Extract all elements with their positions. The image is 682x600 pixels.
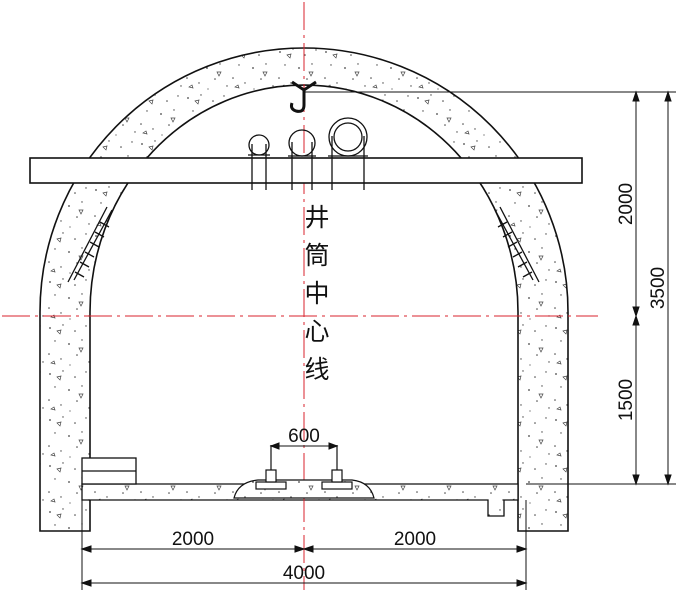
pipe-small — [248, 134, 270, 190]
center-line-char: 井 — [304, 203, 329, 232]
cable-rack-left — [67, 206, 113, 283]
pipe-medium — [288, 129, 316, 190]
dim-height-lines — [304, 90, 676, 486]
center-line-label: 井 筒 中 心 线 — [304, 203, 329, 384]
dim-total-height-label: 3500 — [648, 267, 669, 309]
dim-rail-gauge-label: 600 — [288, 426, 320, 447]
support-beam — [29, 157, 583, 184]
dim-arch-height-label: 2000 — [616, 183, 637, 225]
suspension-hook — [290, 80, 317, 113]
floor-slab — [81, 483, 519, 517]
dim-width-lines — [80, 500, 528, 590]
dim-width-total-label: 4000 — [283, 563, 325, 584]
pipe-large — [328, 117, 368, 190]
center-line-char: 筒 — [304, 241, 329, 270]
center-line-char: 线 — [304, 355, 329, 384]
rail-right — [321, 445, 353, 490]
concrete-lining — [39, 47, 569, 532]
center-line-char: 心 — [304, 317, 329, 346]
cable-rack-right — [494, 206, 540, 283]
dim-width-right-label: 2000 — [394, 529, 436, 550]
track-ballast — [233, 479, 375, 499]
rail-left — [255, 445, 287, 490]
dim-rail-gauge — [269, 442, 339, 450]
side-step — [81, 457, 137, 485]
dim-wall-height-label: 1500 — [616, 379, 637, 421]
dim-width-left-label: 2000 — [172, 529, 214, 550]
center-line-char: 中 — [304, 279, 329, 308]
